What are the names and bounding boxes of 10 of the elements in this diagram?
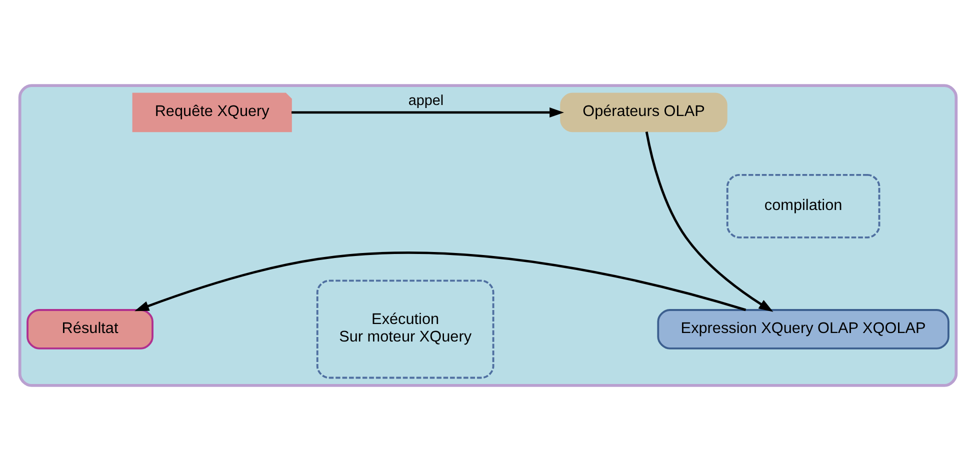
cluster [18,84,958,386]
node-box: Expression XQuery OLAP XQOLAP [657,308,950,349]
node-box: Exécution Sur moteur XQuery [316,279,494,378]
edge-label: appel [408,92,444,108]
arrow [134,251,746,311]
arrow [292,106,564,118]
node-box: Opérateurs OLAP [560,92,728,132]
node-box: compilation [726,173,880,238]
node-box: Résultat [26,308,154,349]
arrow [645,131,774,312]
